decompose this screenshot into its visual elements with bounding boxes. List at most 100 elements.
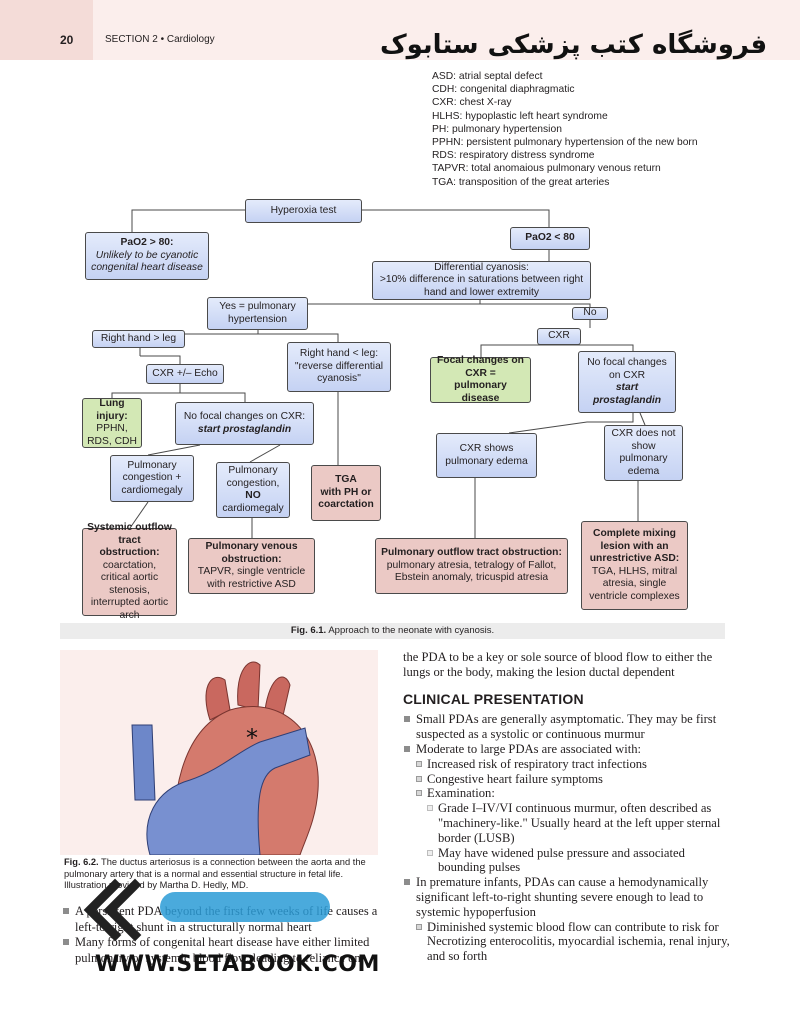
pulmonary-outflow-title: Pulmonary outflow tract obstruction:: [381, 547, 562, 559]
list-subsubitem: May have widened pulse pressure and asso…: [403, 846, 733, 876]
complete-mixing-text: TGA, HLHS, mitral atresia, single ventri…: [589, 565, 680, 602]
pulmonary-venous-obstruction-text: TAPVR, single ventricle with restrictive…: [197, 566, 306, 590]
header-tab: [0, 0, 93, 60]
cxr-label: CXR: [548, 330, 570, 342]
right-hand-less-text: "reverse differential cyanosis": [294, 360, 384, 385]
paragraph: the PDA to be a key or sole source of bl…: [403, 650, 713, 679]
focal-changes-line1: Focal changes on: [437, 355, 524, 366]
section-heading: CLINICAL PRESENTATION: [403, 690, 584, 707]
differential-cyanosis-node: Differential cyanosis: >10% difference i…: [372, 261, 591, 300]
right-column-text: the PDA to be a key or sole source of bl…: [403, 650, 733, 964]
pcn-line3: cardiomegaly: [222, 502, 284, 514]
pao2-low-label: PaO2 < 80: [525, 232, 575, 244]
aorta-branch: [237, 661, 261, 711]
abbreviation-item: TGA: transposition of the great arteries: [432, 176, 610, 188]
cxr-no-edema-label: CXR does not show pulmonary edema: [611, 428, 676, 477]
differential-cyanosis-title: Differential cyanosis:: [434, 261, 529, 273]
pao2-low-node: PaO2 < 80: [510, 227, 590, 250]
yes-pulmonary-hypertension-label: Yes = pulmonary hypertension: [219, 301, 296, 325]
list-subitem: Examination:: [403, 786, 733, 801]
systemic-outflow-text: coarctation, critical aortic stenosis, i…: [90, 559, 169, 621]
tga-text: with PH or coarctation: [318, 486, 374, 511]
pulmonary-congestion-cardiomegaly-node: Pulmonary congestion + cardiomegaly: [110, 455, 194, 502]
ductus-marker: *: [246, 724, 258, 752]
pao2-high-node: PaO2 > 80: Unlikely to be cyanotic conge…: [85, 232, 209, 280]
cxr-shows-edema-node: CXR shows pulmonary edema: [436, 433, 537, 478]
abbreviation-item: PPHN: persistent pulmonary hypertension …: [432, 137, 698, 149]
lung-injury-title: Lung injury:: [96, 398, 128, 422]
list-item: In premature infants, PDAs can cause a h…: [403, 875, 733, 919]
abbreviation-item: RDS: respiratory distress syndrome: [432, 150, 595, 162]
pcn-line2: NO: [245, 490, 261, 501]
pulmonary-outflow-text: pulmonary atresia, tetralogy of Fallot, …: [386, 559, 557, 584]
cxr-no-edema-node: CXR does not show pulmonary edema: [604, 425, 683, 481]
ductus-arteriosus-illustration: *: [60, 650, 378, 856]
cxr-echo-node: CXR +/– Echo: [146, 364, 224, 384]
pulmonary-artery: [146, 727, 311, 856]
no-focal-changes-right-node: No focal changes on CXR start prostaglan…: [578, 351, 676, 413]
no-label: No: [583, 307, 597, 319]
lung-injury-node: Lung injury: PPHN, RDS, CDH: [82, 398, 142, 448]
pulmonary-venous-obstruction-node: Pulmonary venous obstruction: TAPVR, sin…: [188, 538, 315, 594]
abbreviation-list: ASD: atrial septal defect CDH: congenita…: [432, 70, 698, 189]
abbreviation-item: CDH: congenital diaphragmatic: [432, 84, 575, 96]
header-band: [93, 0, 800, 60]
list-item: Small PDAs are generally asymptomatic. T…: [403, 712, 733, 742]
cxr-node: CXR: [537, 328, 581, 345]
abbreviation-item: TAPVR: total anomaious pulmonary venous …: [432, 163, 661, 175]
yes-pulmonary-hypertension-node: Yes = pulmonary hypertension: [207, 297, 308, 330]
systemic-outflow-node: Systemic outflow tract obstruction: coar…: [82, 522, 177, 621]
list-subitem: Increased risk of respiratory tract infe…: [403, 757, 733, 772]
aorta-branch: [205, 677, 231, 721]
abbreviation-item: PH: pulmonary hypertension: [432, 123, 562, 135]
complete-mixing-title: Complete mixing lesion with an unrestric…: [589, 528, 680, 564]
complete-mixing-node: Complete mixing lesion with an unrestric…: [581, 521, 688, 610]
systemic-outflow-title: Systemic outflow tract obstruction:: [87, 522, 172, 558]
figure-caption-bar: [60, 623, 725, 639]
pcn-line1: Pulmonary congestion,: [226, 465, 280, 489]
no-focal-changes-mid-node: No focal changes on CXR: start prostagla…: [175, 402, 314, 445]
abbreviation-item: ASD: atrial septal defect: [432, 71, 543, 82]
section-title: SECTION 2 • Cardiology: [105, 34, 215, 45]
focal-changes-line2: CXR =: [465, 367, 496, 379]
figure-6-2-text: The ductus arteriosus is a connection be…: [64, 857, 366, 890]
right-hand-less-node: Right hand < leg: "reverse differential …: [287, 342, 391, 392]
store-brand-text: فروشگاه کتب پزشکی ستابوک: [380, 30, 768, 60]
no-focal-changes-right-text: No focal changes on CXR: [587, 357, 667, 381]
list-item: Many forms of congenital heart disease h…: [62, 935, 384, 966]
page-number: 20: [60, 33, 74, 47]
right-hand-greater-node: Right hand > leg: [92, 330, 185, 348]
list-item: Moderate to large PDAs are associated wi…: [403, 742, 733, 757]
no-focal-changes-mid-action: start prostaglandin: [197, 423, 292, 435]
tga-title: TGA: [335, 474, 357, 486]
no-focal-changes-right-action: start prostaglandin: [592, 382, 662, 406]
focal-changes-node: Focal changes on CXR = pulmonary disease: [430, 355, 531, 404]
figure-6-2-label: Fig. 6.2.: [64, 857, 99, 867]
abbreviation-item: HLHS: hypoplastic left heart syndrome: [432, 110, 608, 122]
cxr-shows-edema-label: CXR shows pulmonary edema: [445, 443, 528, 467]
page-header: [0, 0, 800, 60]
cxr-echo-label: CXR +/– Echo: [152, 367, 218, 379]
no-node: No: [572, 307, 608, 320]
heart-illustration: *: [131, 661, 319, 856]
figure-6-1-caption: Fig. 6.1. Approach to the neonate with c…: [60, 625, 725, 636]
logo-shape: [160, 892, 330, 922]
tga-node: TGA with PH or coarctation: [311, 465, 381, 521]
lung-injury-text: PPHN, RDS, CDH: [87, 423, 137, 447]
differential-cyanosis-text: >10% difference in saturations between r…: [379, 274, 584, 298]
right-hand-greater-label: Right hand > leg: [100, 332, 177, 344]
pao2-high-text: Unlikely to be cyanotic congenital heart…: [91, 249, 203, 274]
list-subitem: Diminished systemic blood flow can contr…: [403, 920, 733, 964]
pulmonary-outflow-node: Pulmonary outflow tract obstruction: pul…: [375, 538, 568, 594]
pulmonary-congestion-cardiomegaly-label: Pulmonary congestion + cardiomegaly: [121, 459, 183, 496]
hyperoxia-test-node: Hyperoxia test: [245, 199, 362, 223]
pulmonary-venous-obstruction-title: Pulmonary venous obstruction:: [205, 541, 298, 565]
pao2-high-title: PaO2 > 80:: [120, 237, 174, 249]
figure-6-2-caption: Fig. 6.2. The ductus arteriosus is a con…: [64, 857, 376, 892]
logo-chevron-icon: [83, 878, 142, 942]
no-focal-changes-mid-text: No focal changes on CXR:: [183, 411, 306, 422]
list-subsubitem: Grade I–IV/VI continuous murmur, often d…: [403, 801, 733, 845]
pulmonary-congestion-no-cardiomegaly-node: Pulmonary congestion, NO cardiomegaly: [216, 462, 290, 518]
list-subitem: Congestive heart failure symptoms: [403, 772, 733, 787]
